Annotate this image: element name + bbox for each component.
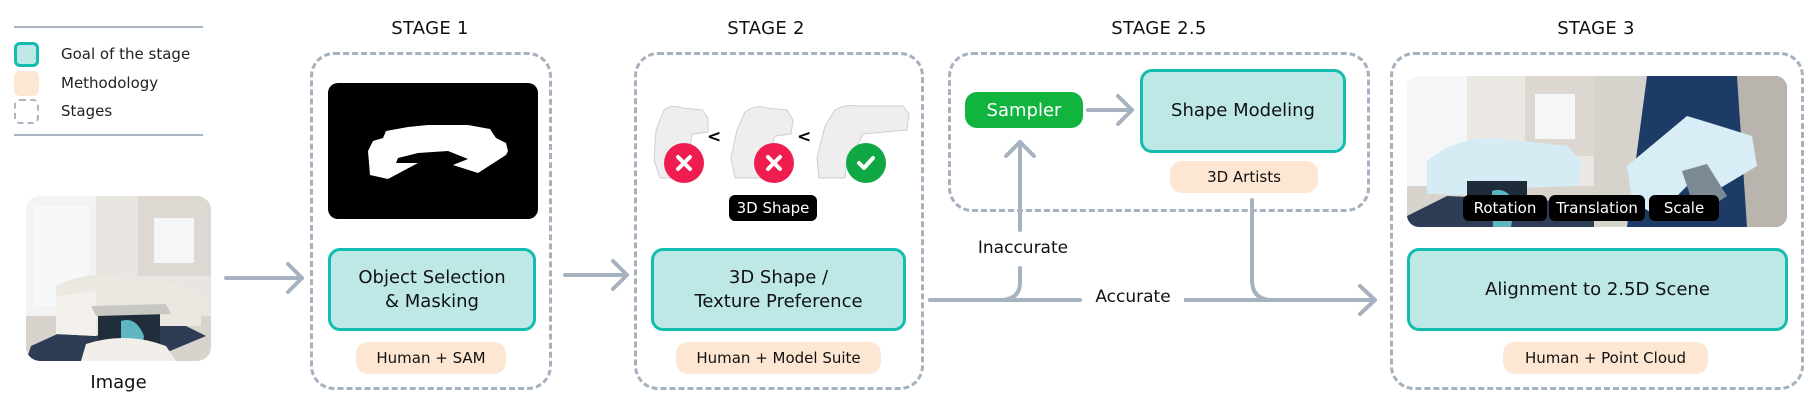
comparator-less-than: < <box>797 127 812 147</box>
goal-line: Object Selection <box>358 266 506 288</box>
input-image-caption: Image <box>90 372 147 393</box>
stage2-3d-shape-tag: 3D Shape <box>729 195 817 221</box>
goal-line: Texture Preference <box>694 290 863 312</box>
x-icon <box>766 155 782 171</box>
stage2-accept-badge <box>846 143 886 183</box>
x-icon <box>676 155 692 171</box>
sofa-shape-icon <box>730 106 794 179</box>
stage25-title: STAGE 2.5 <box>1111 18 1207 39</box>
stage25-goal: Shape Modeling <box>1140 69 1346 153</box>
living-room-photo-icon <box>26 196 211 361</box>
methodology-swatch-icon <box>14 70 39 96</box>
comparator-less-than: < <box>707 127 722 147</box>
input-image <box>26 196 211 361</box>
flow-label-inaccurate: Inaccurate <box>968 238 1078 258</box>
tag-rotation: Rotation <box>1463 195 1547 221</box>
stage2-title: STAGE 2 <box>727 18 805 39</box>
sampler-node: Sampler <box>965 92 1083 128</box>
stage2-goal: 3D Shape / Texture Preference <box>651 248 906 331</box>
stage3-goal: Alignment to 2.5D Scene <box>1407 248 1788 331</box>
legend-label: Stages <box>61 102 113 120</box>
stage1-goal: Object Selection & Masking <box>328 248 536 331</box>
arrow-head <box>1116 94 1134 126</box>
stage25-method: 3D Artists <box>1170 161 1318 193</box>
flow-label-accurate: Accurate <box>1082 287 1184 307</box>
goal-swatch-icon <box>14 41 39 67</box>
stage1-container <box>310 52 552 390</box>
stage3-method: Human + Point Cloud <box>1503 342 1708 374</box>
stage3-container <box>1390 52 1804 390</box>
connector-inaccurate-branch <box>928 266 1022 302</box>
legend-bottom-rule <box>14 134 203 136</box>
arrow-head <box>1004 140 1036 158</box>
segmentation-mask-icon <box>368 125 508 179</box>
stage-swatch-icon <box>14 98 39 124</box>
tag-translation: Translation <box>1549 195 1645 221</box>
stage2-container <box>634 52 924 390</box>
connector-artists-to-stage3 <box>1250 198 1274 302</box>
legend-top-rule <box>14 26 203 28</box>
stage1-title: STAGE 1 <box>391 18 469 39</box>
stage3-title: STAGE 3 <box>1557 18 1635 39</box>
stage1-mask-image <box>328 83 538 219</box>
stage2-candidate-2 <box>727 100 797 180</box>
tag-scale: Scale <box>1649 195 1719 221</box>
goal-line: & Masking <box>385 290 479 312</box>
goal-line: 3D Shape / <box>728 266 829 288</box>
stage2-reject-badge-2 <box>754 143 794 183</box>
legend-label: Goal of the stage <box>61 45 191 63</box>
legend-item-stages: Stages <box>14 98 112 124</box>
stage2-reject-badge-1 <box>664 143 704 183</box>
arrow-head <box>286 262 304 294</box>
legend-item-methodology: Methodology <box>14 70 158 96</box>
legend-item-goal: Goal of the stage <box>14 41 190 67</box>
stage2-candidate-3 <box>815 100 911 180</box>
legend-label: Methodology <box>61 74 159 92</box>
sofa-shape-icon <box>816 105 910 179</box>
arrow-head <box>1358 284 1377 316</box>
stage1-method: Human + SAM <box>356 342 506 374</box>
check-icon <box>857 156 875 170</box>
stage25-container <box>948 52 1370 212</box>
stage2-method: Human + Model Suite <box>676 342 881 374</box>
arrow-head <box>611 259 629 291</box>
